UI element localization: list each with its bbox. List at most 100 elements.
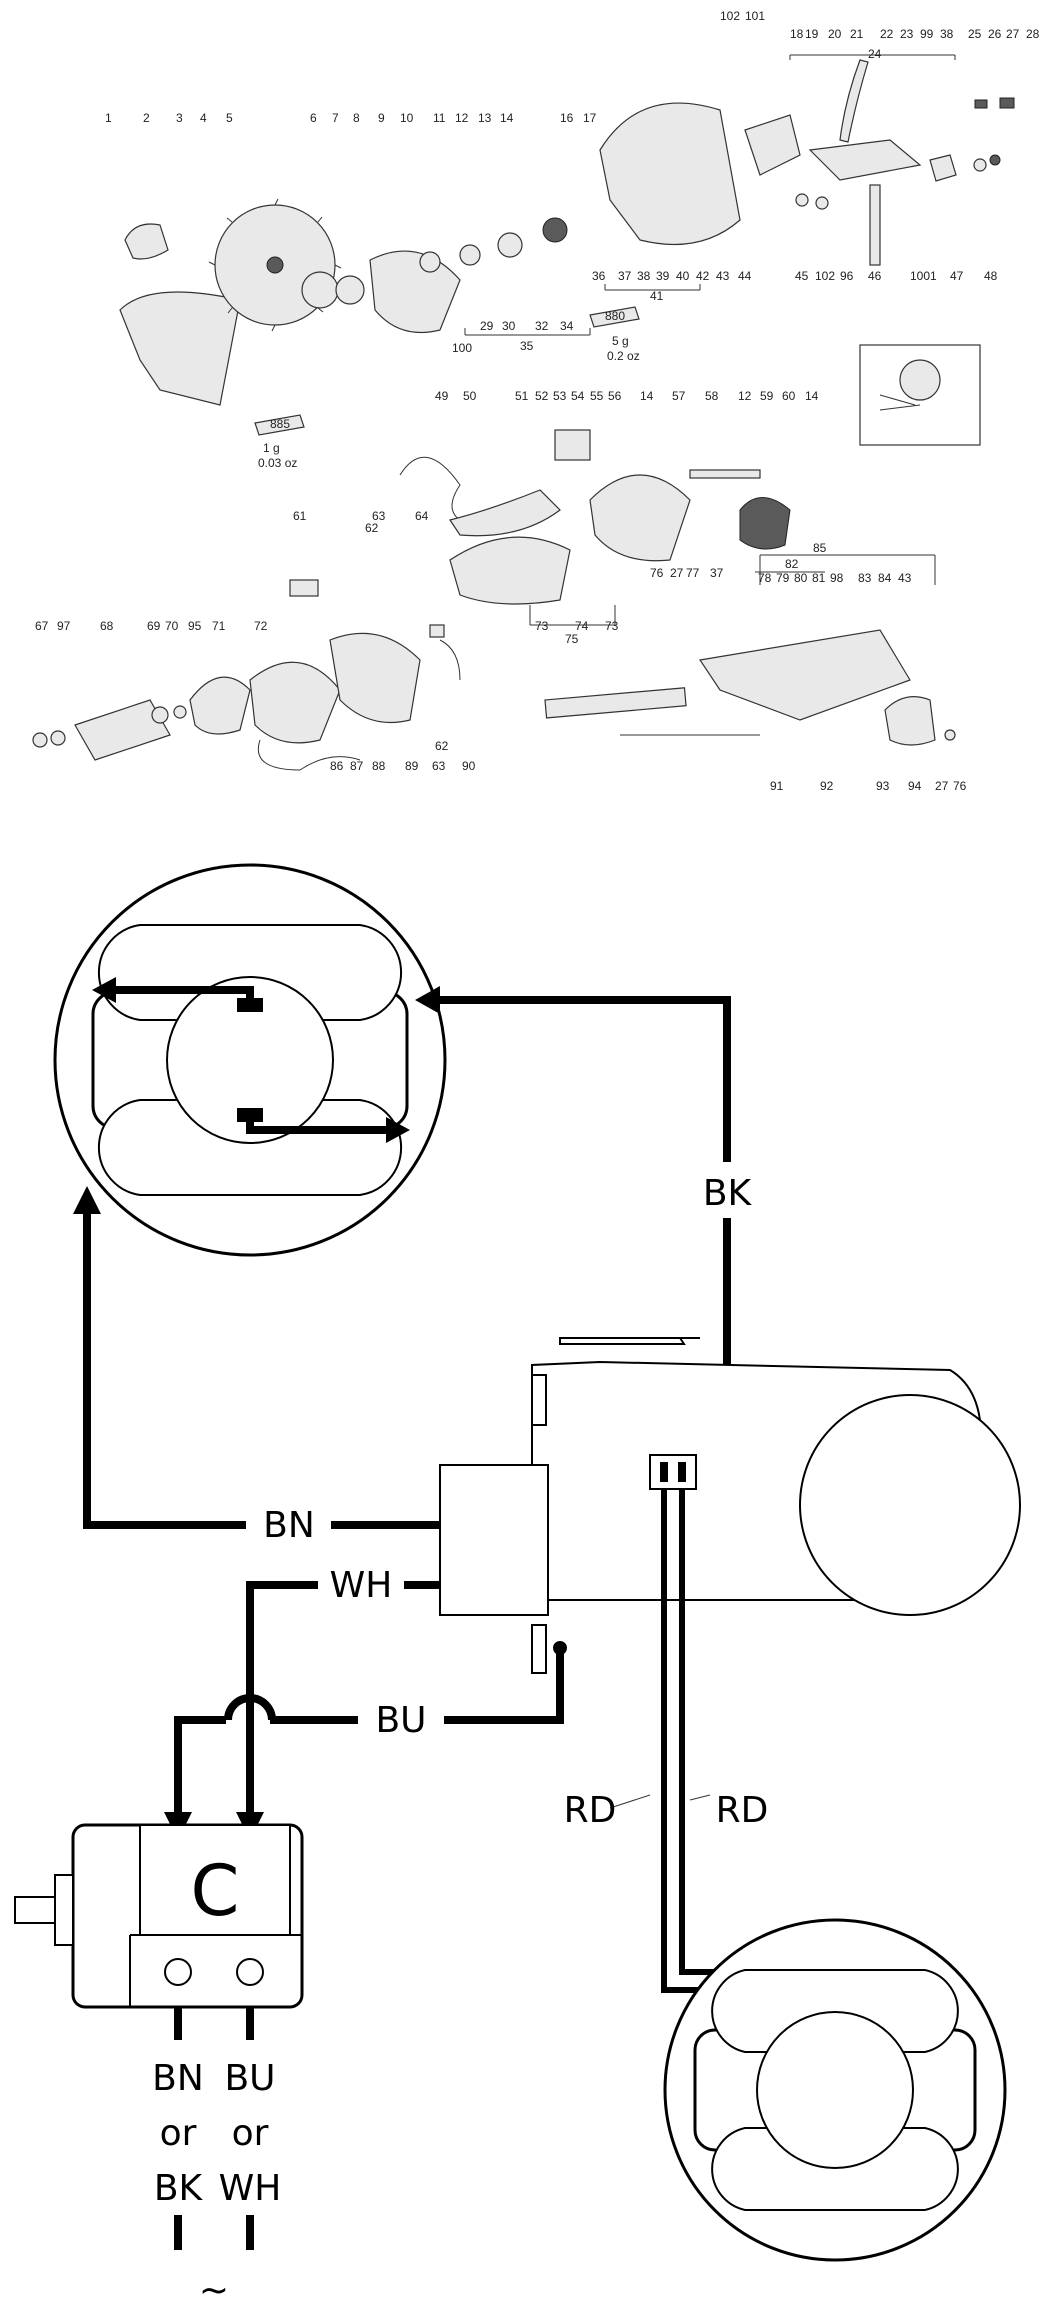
part-label: 26 xyxy=(988,27,1002,41)
bracket-85 xyxy=(759,554,936,585)
capacitor-terminal-strip xyxy=(129,1934,302,2007)
terminal-2-line-1: BU xyxy=(224,2058,275,2099)
saw-blade-hub xyxy=(266,256,284,274)
part-label: 78 xyxy=(758,571,772,585)
part-label: 102 xyxy=(815,269,835,283)
field-winding-72 xyxy=(249,661,341,744)
part-label: 87 xyxy=(350,759,364,773)
part-label: 27 xyxy=(935,779,949,793)
part-label: 97 xyxy=(57,619,71,633)
wire-bu-hop xyxy=(224,1694,276,1721)
bearing-69 xyxy=(151,706,169,724)
lower-stator-bore xyxy=(756,2011,914,2169)
part-label: 10 xyxy=(400,111,414,125)
part-label: 36 xyxy=(592,269,606,283)
saw-blade-teeth xyxy=(208,198,342,332)
part-label: 76 xyxy=(650,566,664,580)
part-label: 21 xyxy=(850,27,864,41)
part-label: 37 xyxy=(618,269,632,283)
part-label: 57 xyxy=(672,389,686,403)
part-label: 63 xyxy=(432,759,446,773)
part-label: 80 xyxy=(794,571,808,585)
grease-tube-880-weight-oz: 0.2 oz xyxy=(607,349,640,363)
capacitor: C xyxy=(14,1823,304,2009)
part-label: 77 xyxy=(686,566,700,580)
grease-tube-880-weight-g: 5 g xyxy=(612,334,629,348)
arrow-field-bottom xyxy=(386,1117,410,1143)
part-label: 42 xyxy=(696,269,710,283)
part-label: 27 xyxy=(670,566,684,580)
arrow-bn xyxy=(73,1186,101,1214)
switch-body-rear xyxy=(439,1464,549,1616)
part-label: 91 xyxy=(770,779,784,793)
terminal-2-line-3: WH xyxy=(219,2168,282,2209)
part-label: 5 xyxy=(226,111,233,125)
part-label: 19 xyxy=(805,27,819,41)
gear-34 xyxy=(542,217,568,243)
part-label: 32 xyxy=(535,319,549,333)
part-label: 7 xyxy=(332,111,339,125)
washer-29 xyxy=(419,251,441,273)
part-label: 73 xyxy=(605,619,619,633)
fan-59 xyxy=(739,497,791,550)
grease-tube-880-code: 880 xyxy=(605,309,625,323)
part-label: 88 xyxy=(372,759,386,773)
part-label: 69 xyxy=(147,619,161,633)
part-label: 49 xyxy=(435,389,449,403)
switch-rail xyxy=(559,1337,700,1345)
part-label: 54 xyxy=(571,389,585,403)
nut-48 xyxy=(989,154,1001,166)
capacitor-terminal-2 xyxy=(236,1958,264,1986)
part-label: 59 xyxy=(760,389,774,403)
part-label: 79 xyxy=(776,571,790,585)
parallel-guide-91 xyxy=(544,687,687,719)
supply-symbol: ~ xyxy=(199,2270,229,2311)
part-label: 45 xyxy=(795,269,809,283)
part-label: 27 xyxy=(1006,27,1020,41)
label-bu-bg xyxy=(358,1690,444,1750)
capacitor-stud xyxy=(14,1896,56,1924)
part-label: 89 xyxy=(405,759,419,773)
leader-rd-right xyxy=(689,1794,711,1801)
switch-connector xyxy=(649,1454,697,1490)
part-label: 8 xyxy=(353,111,360,125)
wire-label-rd-left: RD xyxy=(564,1790,617,1831)
node-bu xyxy=(553,1641,567,1655)
grease-tube-885-weight-g: 1 g xyxy=(263,441,280,455)
part-label: 68 xyxy=(100,619,114,633)
part-label: 95 xyxy=(188,619,202,633)
part-label: 9 xyxy=(378,111,385,125)
capacitor-mount xyxy=(54,1874,74,1946)
terminal-1-line-2: or xyxy=(160,2113,197,2154)
outer-flange xyxy=(301,271,339,309)
part-label: 2 xyxy=(143,111,150,125)
capacitor-label: C xyxy=(191,1850,240,1932)
part-label: 93 xyxy=(876,779,890,793)
motor-stator-bottom xyxy=(663,1918,1007,2262)
gear-housing xyxy=(599,102,741,246)
part-label: 75 xyxy=(565,632,579,646)
leader-rd-left xyxy=(609,1794,651,1809)
part-label: 100 xyxy=(452,341,472,355)
part-label: 94 xyxy=(908,779,922,793)
upper-blade-guard xyxy=(119,291,241,406)
part-label: 22 xyxy=(880,27,894,41)
part-label: 46 xyxy=(868,269,882,283)
stator-rotor-bore xyxy=(166,976,334,1144)
switch-54 xyxy=(554,429,591,461)
part-label: 72 xyxy=(254,619,268,633)
bracket-24 xyxy=(789,54,956,60)
part-label: 14 xyxy=(640,389,654,403)
handle-half-73b xyxy=(449,536,571,605)
part-label: 47 xyxy=(950,269,964,283)
label-bk-bg xyxy=(685,1162,769,1218)
part-label: 62 xyxy=(365,521,379,535)
part-label: 39 xyxy=(656,269,670,283)
part-label: 24 xyxy=(868,47,882,61)
terminal-1-line-3: BK xyxy=(154,2168,204,2209)
part-label: 82 xyxy=(785,557,799,571)
part-label: 38 xyxy=(940,27,954,41)
detail-1001-bearing xyxy=(899,359,941,401)
supply-leads-bottom xyxy=(174,2215,254,2250)
